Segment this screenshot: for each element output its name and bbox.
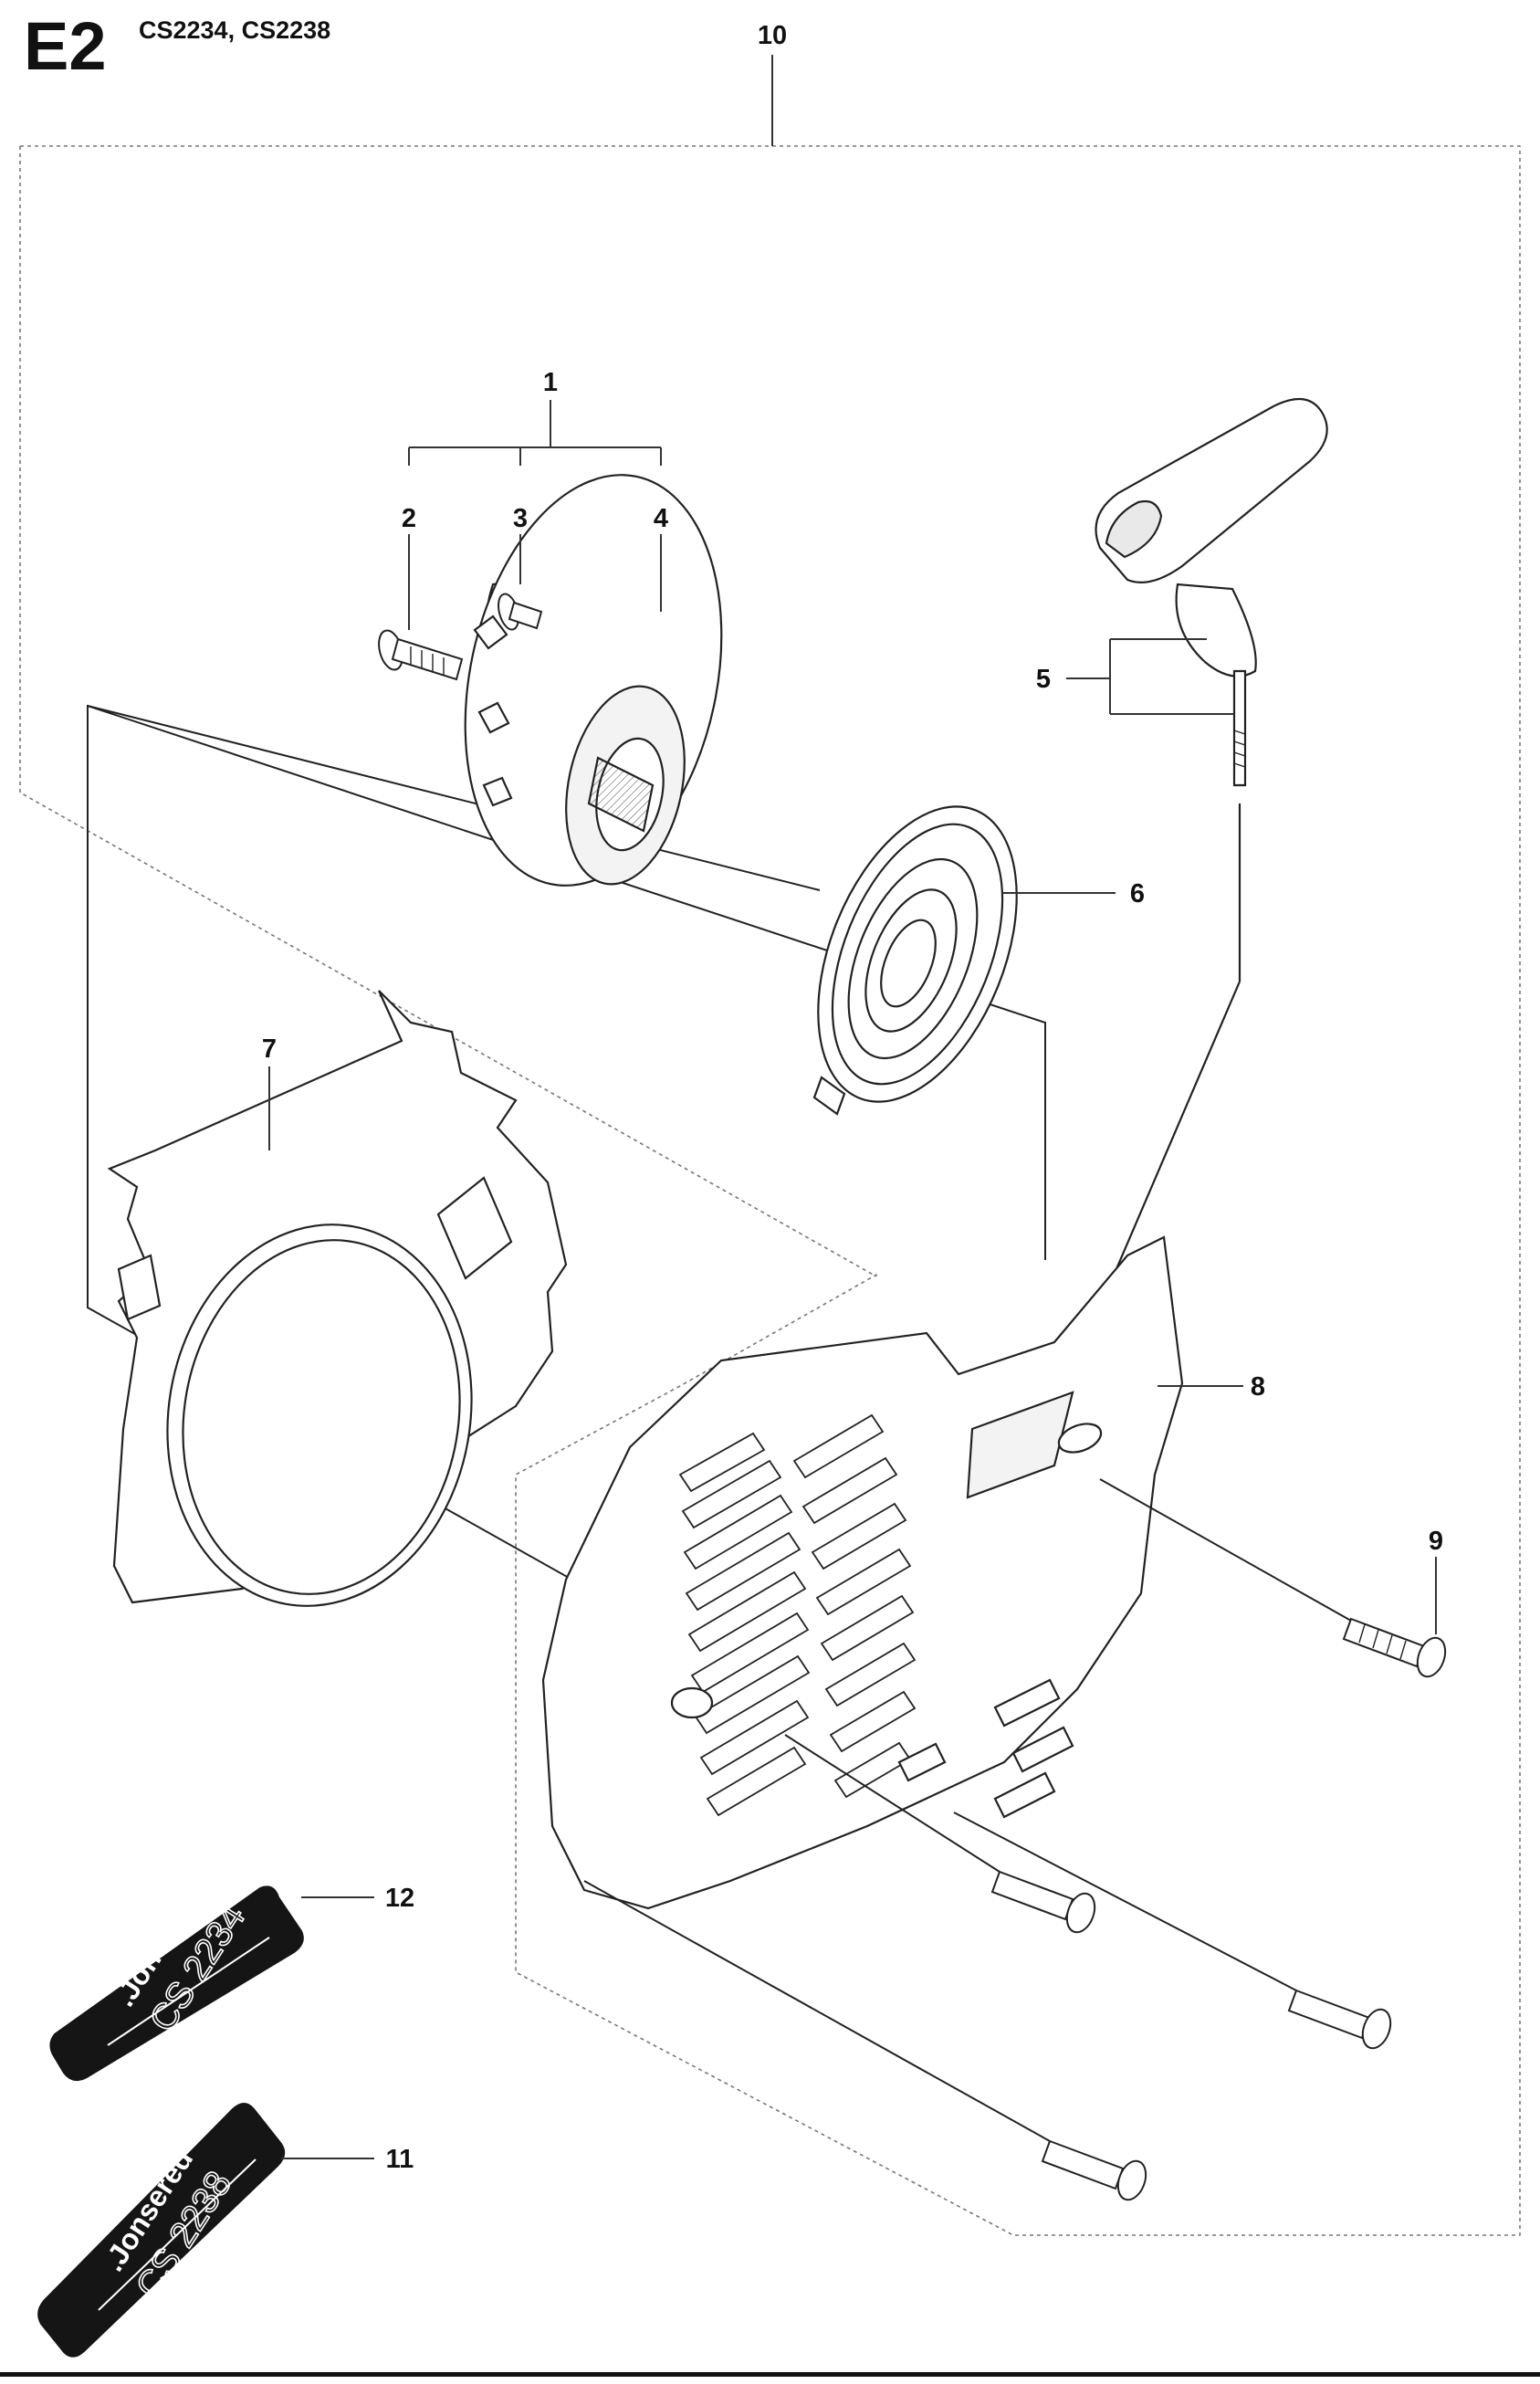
starter-handle xyxy=(1095,397,1328,787)
callout-10: 10 xyxy=(758,21,787,50)
screw-9-b xyxy=(990,1870,1096,1934)
screw-3 xyxy=(498,593,543,631)
decal-11: .Jonsered CS 2238 xyxy=(37,2103,286,2358)
callout-11: 11 xyxy=(386,2145,414,2174)
screw-axis-lines xyxy=(583,1478,1352,2142)
recoil-spring xyxy=(812,805,1018,1116)
starter-cover xyxy=(541,1235,1184,1910)
callout-9: 9 xyxy=(1429,1527,1443,1556)
bottom-rule xyxy=(0,2372,1540,2377)
callout-7: 7 xyxy=(262,1034,277,1064)
callout-8: 8 xyxy=(1251,1372,1265,1402)
screw-9-c xyxy=(1287,1989,1392,2050)
callout-1: 1 xyxy=(543,368,558,397)
callout-12: 12 xyxy=(385,1884,414,1913)
screw-2 xyxy=(378,629,464,681)
decal-12: .Jonsered CS 2234 xyxy=(49,1878,304,2082)
callout-4: 4 xyxy=(654,504,668,533)
screw-9-a xyxy=(1342,1617,1447,1678)
callout-2: 2 xyxy=(402,504,416,533)
section-code: E2 xyxy=(24,8,107,84)
model-list: CS2234, CS2238 xyxy=(139,16,331,44)
callout-6: 6 xyxy=(1130,879,1145,908)
assembly-outline xyxy=(19,145,1521,2236)
screw-9-d xyxy=(1041,2139,1147,2201)
callout-5: 5 xyxy=(1036,665,1051,694)
callout-3: 3 xyxy=(513,504,528,533)
pulley-assembly xyxy=(464,474,723,887)
fan-shroud xyxy=(107,990,568,1607)
leader-lines xyxy=(268,400,1437,2159)
